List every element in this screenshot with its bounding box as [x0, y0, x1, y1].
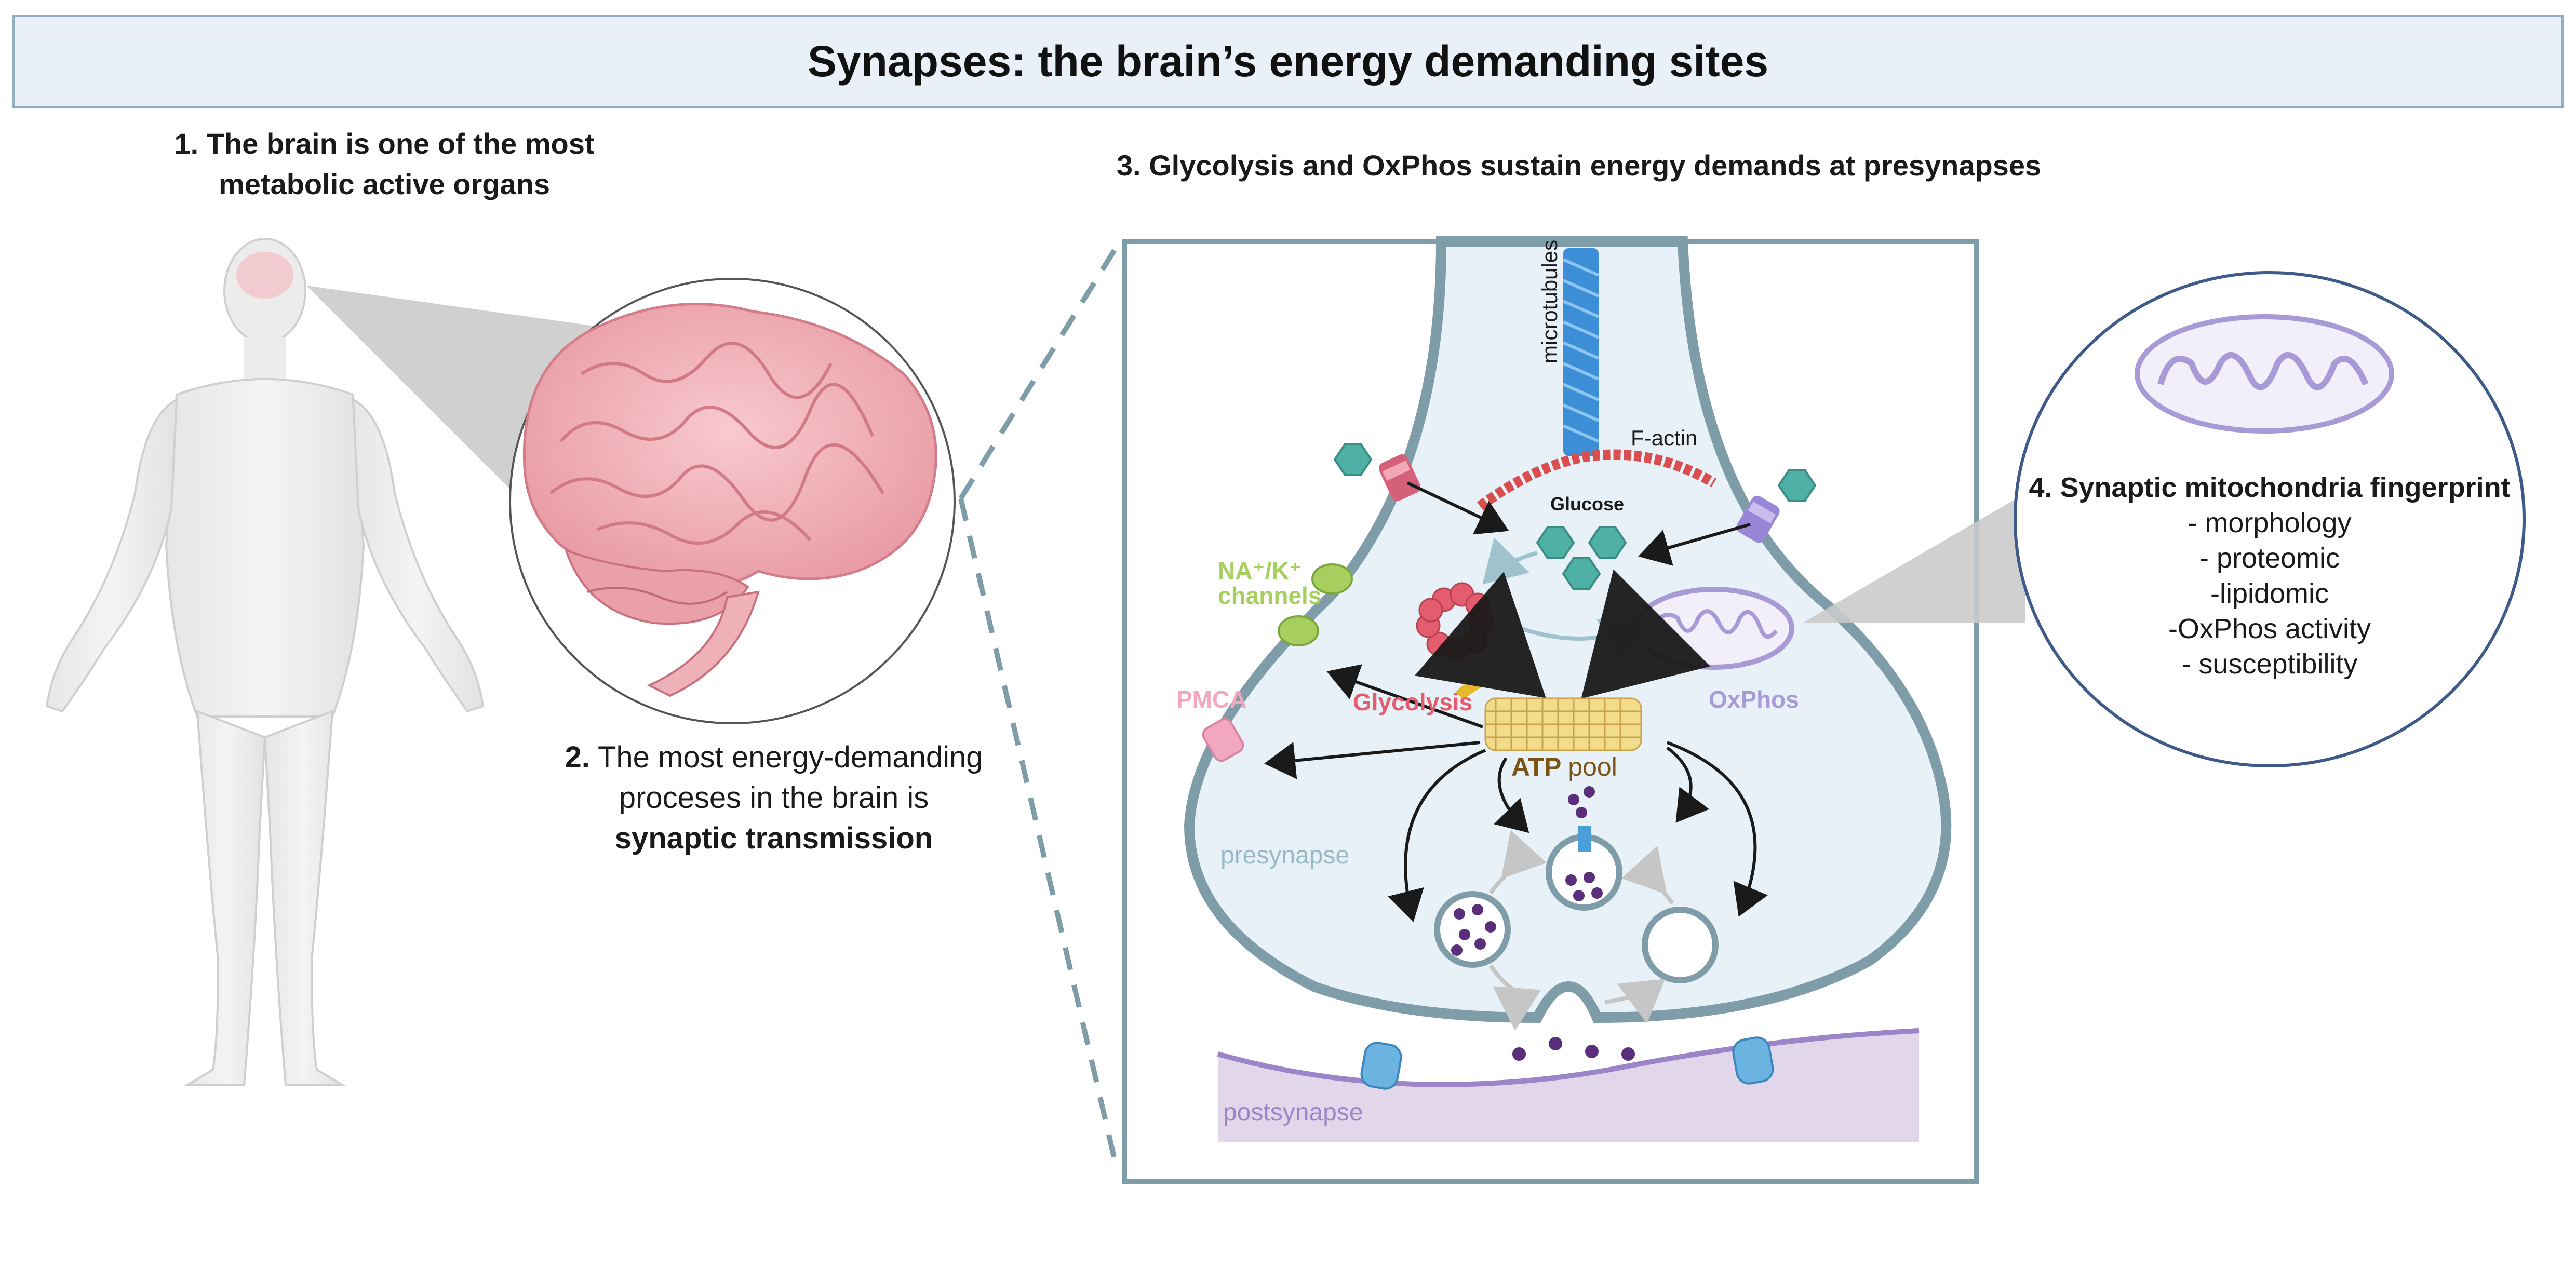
panel1-line1: The brain is one of the most [206, 127, 595, 160]
glucose-label: Glucose [1550, 493, 1625, 515]
zoom-line-top [958, 245, 1119, 500]
microtubules-label: microtubules [1537, 239, 1562, 363]
presynapse-label: presynapse [1220, 842, 1350, 869]
mito-fingerprint-circle [2014, 271, 2526, 767]
postsynapse-label: postsynapse [1223, 1099, 1363, 1126]
glycolysis-label: Glycolysis [1353, 688, 1473, 715]
brain-icon [522, 303, 937, 697]
panel1-line2: metabolic active organs [218, 168, 550, 200]
panel1-number: 1. [174, 127, 199, 160]
atp-label: ATP [1511, 752, 1561, 781]
pmca-label: PMCA [1176, 686, 1247, 713]
panel3-heading: 3. Glycolysis and OxPhos sustain energy … [1116, 149, 2042, 182]
channels-label: NA⁺/K⁺ channels [1218, 558, 1321, 608]
vesicle-icon [1434, 826, 1719, 983]
presynapse-terminal [1184, 236, 1952, 1023]
fingerprint-item: -lipidomic [2210, 578, 2329, 609]
zoom-wedge-mito [1802, 493, 2025, 623]
mito-fingerprint-text: 4. Synaptic mitochondria fingerprint - m… [2005, 470, 2534, 682]
mitochondrion-icon [1633, 587, 1794, 670]
panel2-number: 2. [565, 740, 590, 774]
panel4-heading: 4. Synaptic mitochondria fingerprint [2029, 472, 2511, 503]
title-banner: Synapses: the brain’s energy demanding s… [12, 15, 2564, 108]
fingerprint-item: -OxPhos activity [2168, 613, 2371, 644]
pool-label: pool [1568, 752, 1617, 781]
channels-label-line1: NA⁺/K⁺ [1218, 557, 1302, 584]
f-actin-icon [1477, 449, 1717, 511]
microtubules-icon [1562, 248, 1600, 456]
panel2-line3: synaptic transmission [614, 821, 933, 855]
panel2-text: 2. The most energy-demanding proceses in… [519, 737, 1028, 859]
receptor-icon [1360, 1036, 1774, 1090]
glucose-transporter-left [1378, 454, 1421, 501]
fingerprint-item: - proteomic [2199, 543, 2340, 574]
fingerprint-item: - susceptibility [2181, 649, 2358, 680]
pmca-pump-icon [1202, 718, 1244, 762]
fingerprint-item: - morphology [2188, 507, 2352, 538]
atp-pool-label: ATP pool [1511, 752, 1617, 782]
ion-channel-icon [1278, 563, 1353, 646]
page-title: Synapses: the brain’s energy demanding s… [807, 36, 1769, 86]
f-actin-label: F-actin [1631, 426, 1698, 450]
panel1-heading: 1. The brain is one of the most metaboli… [125, 124, 644, 205]
panel2-line2: proceses in the brain is [619, 781, 929, 815]
zoom-line-bottom [958, 497, 1119, 1169]
atp-pool-icon [1484, 697, 1642, 751]
glucose-transporter-right [1736, 495, 1780, 543]
channels-label-line2: channels [1218, 582, 1322, 609]
panel2-line1: The most energy-demanding [597, 740, 983, 774]
human-body-icon [45, 238, 485, 1086]
neurotransmitters-icon [1512, 786, 1635, 1061]
oxphos-label: OxPhos [1709, 686, 1799, 713]
mitochondrion-large-icon [2135, 314, 2394, 434]
